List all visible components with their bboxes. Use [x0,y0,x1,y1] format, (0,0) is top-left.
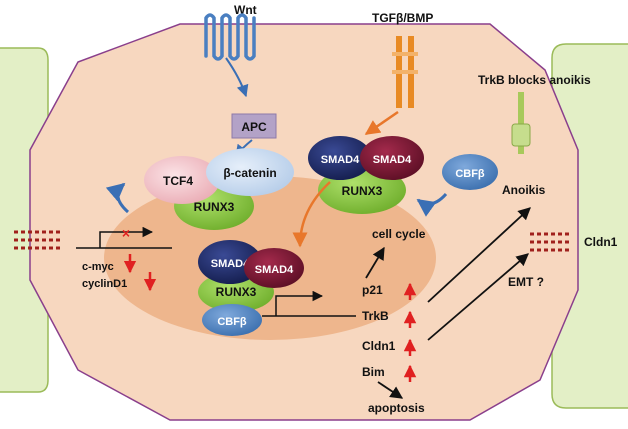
c-myc-promoter [76,226,172,249]
cbfb-label-nuclear: CBFβ [217,316,247,328]
smad4-protein-nuclear-b [244,248,304,288]
binding-curl-arrow-right [416,192,448,217]
left-neighbor-cell [0,47,49,393]
cbfb-protein-upper [442,154,498,190]
beta-catenin-protein [206,148,294,196]
apoptosis-label: apoptosis [368,401,425,415]
runx3-label-right: RUNX3 [342,184,383,198]
runx3-label-top: RUNX3 [194,200,235,214]
cbfb-label-upper: CBFβ [455,168,485,180]
smad4-label-upper-a: SMAD4 [321,154,360,166]
p21-to-cell-cycle-arrow [365,246,385,279]
smad4-protein-upper-a [308,136,372,180]
wnt-receptor-icon [204,13,256,61]
cyclind1-label: cyclinD1 [82,278,127,290]
repression-x-mark: × [122,225,130,241]
smad4-label-nuclear-b: SMAD4 [255,264,294,276]
apc-label: APC [241,120,267,134]
tgfb-bmp-label: TGFβ/BMP [372,11,433,25]
tcf4-protein [144,156,220,204]
wnt-label: Wnt [234,3,257,17]
p21-label: p21 [362,283,383,297]
anoikis-label: Anoikis [502,183,546,197]
cell-cycle-label: cell cycle [372,227,426,241]
tight-junction-left [14,230,60,250]
cldn1-label-nuclear: Cldn1 [362,339,396,353]
bim-label: Bim [362,365,385,379]
bim-to-apoptosis-arrow [377,381,404,399]
wnt-to-apc-arrow [225,57,249,98]
trkb-label: TrkB [362,309,389,323]
trkb-blocks-anoikis-label: TrkB blocks anoikis [478,73,591,87]
smad4-protein-upper-b [360,136,424,180]
cldn1-label-junction: Cldn1 [584,235,618,249]
c-myc-label: c-myc [82,261,114,273]
beta-catenin-label: β-catenin [223,166,276,180]
cbfb-protein-nuclear [202,304,262,336]
emt-label: EMT ? [508,275,544,289]
trkb-receptor-icon [511,92,531,154]
trkb-to-anoikis-arrow [427,207,531,303]
smad4-label-upper-b: SMAD4 [373,154,412,166]
runx3-label-nuclear: RUNX3 [216,285,257,299]
smad-nuclear-entry-arrow [292,181,331,248]
target-gene-promoter [262,290,356,317]
tgfb-to-smad-arrow [364,110,399,136]
cldn1-to-junction-arrow [427,253,529,341]
smad4-label-nuclear-a: SMAD4 [211,258,250,270]
apc-box [231,113,277,139]
tgfb-receptor-icon [392,36,418,108]
tcf4-label: TCF4 [163,174,193,188]
tight-junction-right [530,232,572,252]
binding-curl-arrow-left [105,182,130,214]
